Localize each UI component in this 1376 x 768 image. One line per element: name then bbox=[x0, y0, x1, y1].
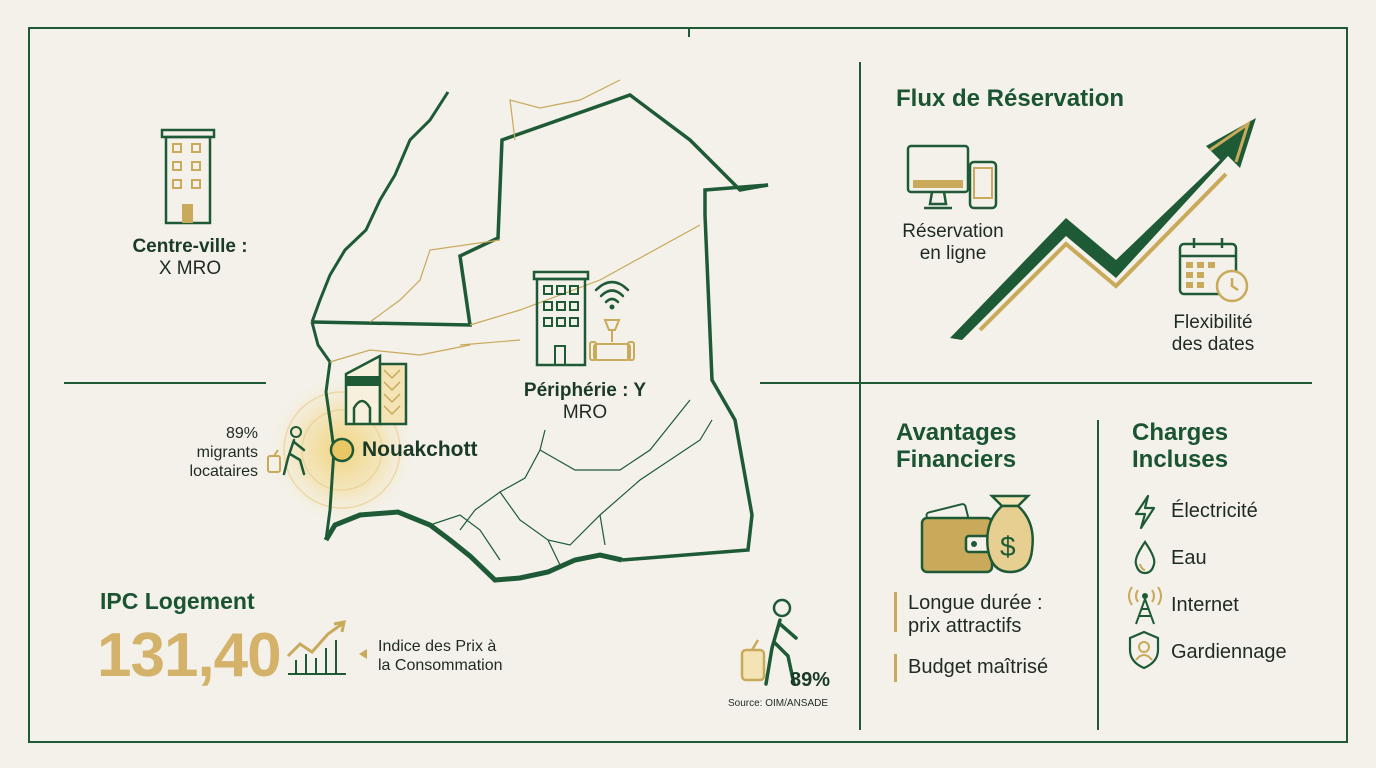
svg-text:$: $ bbox=[1000, 531, 1016, 562]
calendar-clock-icon bbox=[1178, 238, 1249, 303]
ipc-desc-line1: Indice des Prix à bbox=[378, 638, 497, 655]
hotel-building-icon bbox=[160, 128, 216, 225]
flex-line2: des dates bbox=[1171, 334, 1255, 355]
charges-title-line1: Charges bbox=[1132, 419, 1229, 446]
avantage-bar-1 bbox=[894, 592, 897, 632]
ipc-title: IPC Logement bbox=[100, 588, 255, 614]
city-label: Nouakchott bbox=[362, 438, 478, 461]
migrants-percent: 89% bbox=[225, 425, 258, 442]
devices-icon bbox=[906, 144, 998, 210]
avantage-item-2: Budget maîtrisé bbox=[908, 656, 1049, 678]
wallet-moneybag-icon: $ bbox=[920, 494, 1034, 574]
avantage-item-1-line1: Longue durée : bbox=[908, 592, 1043, 614]
charge-eau: Eau bbox=[1171, 547, 1207, 569]
lightning-icon bbox=[1134, 494, 1156, 530]
peripherie-label: Périphérie : Y MRO bbox=[500, 380, 670, 424]
online-label: Réservation en ligne bbox=[880, 221, 1026, 265]
right-panel-divider bbox=[859, 62, 861, 730]
migrants-line1: migrants bbox=[196, 444, 258, 461]
charges-title: Charges Incluses bbox=[1132, 419, 1228, 473]
avantage-bar-2 bbox=[894, 654, 897, 682]
security-shield-icon bbox=[1128, 630, 1160, 670]
source-label: Source: OIM/ANSADE bbox=[728, 698, 829, 709]
traveler-icon bbox=[267, 426, 306, 476]
flux-title: Flux de Réservation bbox=[896, 85, 1125, 112]
charge-electricite: Électricité bbox=[1171, 500, 1258, 522]
antenna-icon bbox=[1128, 586, 1162, 625]
peripherie-title: Périphérie : Y bbox=[523, 380, 647, 401]
water-drop-icon bbox=[1134, 540, 1156, 575]
online-line1: Réservation bbox=[902, 221, 1004, 242]
online-line2: en ligne bbox=[919, 243, 987, 264]
avantage-item-1: Longue durée : prix attractifs bbox=[908, 592, 1043, 638]
avantages-title-line2: Financiers bbox=[896, 446, 1017, 473]
big-migrants-percent: 89% bbox=[790, 669, 831, 691]
ipc-description: Indice des Prix à la Consommation bbox=[378, 637, 503, 675]
mosque-icon bbox=[344, 353, 408, 426]
centre-ville-title: Centre-ville : bbox=[132, 236, 248, 257]
apartment-wifi-icon bbox=[532, 270, 635, 367]
traveler-large-icon bbox=[740, 598, 798, 686]
avantages-title: Avantages Financiers bbox=[896, 419, 1017, 473]
ipc-value: 131,40 bbox=[97, 621, 282, 690]
peripherie-price: MRO bbox=[562, 402, 608, 423]
top-tick bbox=[688, 27, 690, 37]
centre-ville-price: X MRO bbox=[158, 258, 222, 279]
bottom-panel-divider bbox=[1097, 420, 1099, 730]
pointer-icon bbox=[359, 649, 367, 659]
avantages-title-line1: Avantages bbox=[896, 419, 1017, 446]
migrants-line2: locataires bbox=[189, 463, 258, 480]
migrants-label: 89% migrants locataires bbox=[168, 424, 258, 481]
growth-arrow-icon bbox=[950, 118, 1256, 340]
trend-chart-icon bbox=[286, 620, 346, 675]
flex-label: Flexibilité des dates bbox=[1140, 312, 1286, 356]
charge-gardiennage: Gardiennage bbox=[1171, 641, 1287, 663]
ipc-desc-line2: la Consommation bbox=[378, 657, 503, 674]
charges-title-line2: Incluses bbox=[1132, 446, 1229, 473]
charge-internet: Internet bbox=[1171, 594, 1239, 616]
left-horizontal-divider bbox=[64, 382, 266, 384]
centre-ville-label: Centre-ville : X MRO bbox=[110, 236, 270, 280]
mauritania-map bbox=[270, 79, 769, 583]
flex-line1: Flexibilité bbox=[1173, 312, 1253, 333]
right-horizontal-divider bbox=[760, 382, 1312, 384]
avantage-item-1-line2: prix attractifs bbox=[908, 615, 1022, 637]
nouakchott-marker-icon bbox=[329, 437, 355, 463]
